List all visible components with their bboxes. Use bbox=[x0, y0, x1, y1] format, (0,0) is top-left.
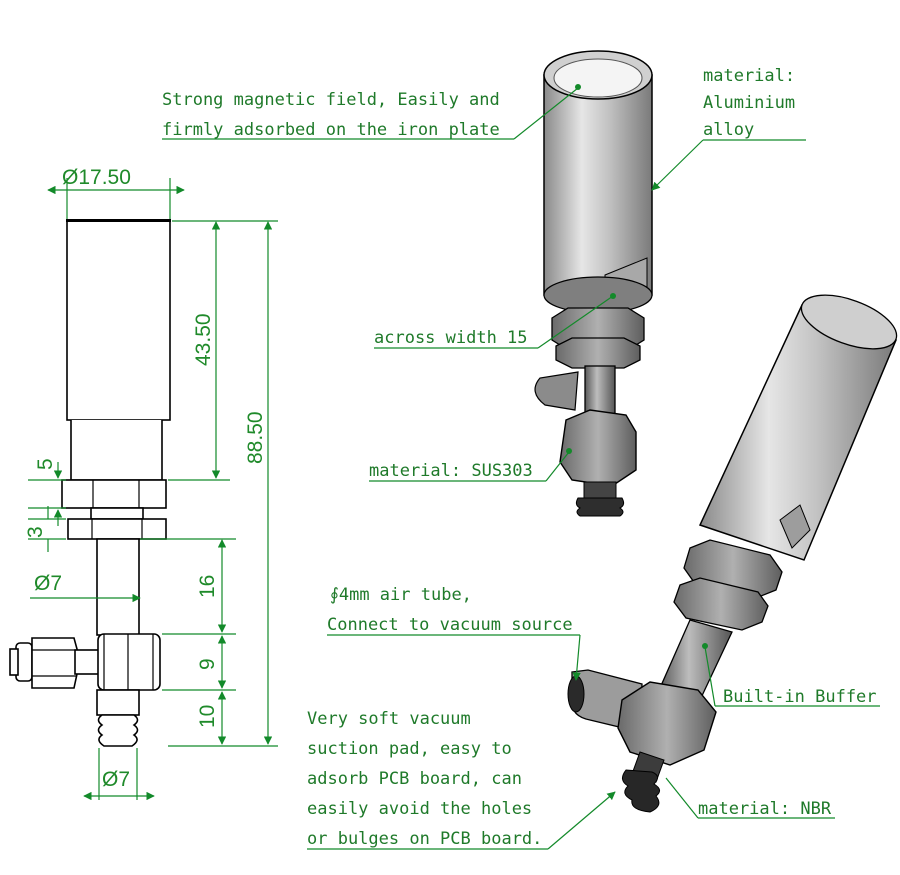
magnet-body-outline bbox=[66, 220, 171, 421]
lower-hex-nut bbox=[67, 518, 167, 540]
annotation-material-sus: material: SUS303 bbox=[369, 461, 533, 481]
annotations: Strong magnetic field, Easily and firmly… bbox=[162, 66, 880, 850]
annotation-across-width: across width 15 bbox=[374, 328, 528, 348]
fitting-hex-body bbox=[97, 633, 161, 691]
dim-step-3: 3 bbox=[24, 526, 47, 538]
annotation-magnet-line1: Strong magnetic field, Easily and bbox=[162, 90, 500, 110]
dim-body-diameter: Ø17.50 bbox=[62, 166, 131, 189]
dim-shaft-16: 16 bbox=[196, 575, 219, 598]
dim-fitting-9: 9 bbox=[196, 658, 219, 670]
magnet-body-lower bbox=[70, 420, 163, 481]
dim-shaft-diameter: Ø7 bbox=[34, 572, 62, 595]
annotation-air-tube-2: Connect to vacuum source bbox=[327, 615, 573, 635]
annotation-material-al-3: alloy bbox=[703, 120, 754, 140]
annotation-material-al-1: material: bbox=[703, 66, 795, 86]
upper-hex-nut bbox=[61, 479, 167, 509]
dim-pad-10: 10 bbox=[196, 705, 219, 728]
annotation-air-tube-1: ∮4mm air tube, bbox=[330, 585, 472, 605]
shaft bbox=[96, 538, 140, 636]
dim-total-length: 88.50 bbox=[244, 411, 267, 464]
annotation-buffer: Built-in Buffer bbox=[723, 687, 877, 707]
annotation-pad-3: adsorb PCB board, can bbox=[307, 769, 522, 789]
annotation-pad-5: or bulges on PCB board. bbox=[307, 829, 542, 849]
annotation-pad-2: suction pad, easy to bbox=[307, 739, 512, 759]
leader-dot bbox=[575, 84, 581, 90]
annotation-pad-4: easily avoid the holes bbox=[307, 799, 532, 819]
annotation-material-nbr: material: NBR bbox=[698, 799, 832, 819]
annotation-magnet-line2: firmly adsorbed on the iron plate bbox=[162, 120, 500, 140]
dim-step-5: 5 bbox=[34, 458, 57, 470]
annotation-material-al-2: Aluminium bbox=[703, 93, 795, 113]
dim-magnet-length: 43.50 bbox=[192, 313, 215, 366]
render-upright bbox=[534, 50, 653, 517]
suction-pad bbox=[97, 714, 139, 747]
technical-drawing: Ø17.50 43.50 88.50 5 3 Ø7 16 9 bbox=[9, 166, 278, 801]
annotation-pad-1: Very soft vacuum bbox=[307, 709, 471, 729]
dim-pad-diameter: Ø7 bbox=[102, 768, 130, 791]
magnet-top-edge bbox=[66, 219, 171, 222]
render-tilted bbox=[567, 294, 898, 813]
